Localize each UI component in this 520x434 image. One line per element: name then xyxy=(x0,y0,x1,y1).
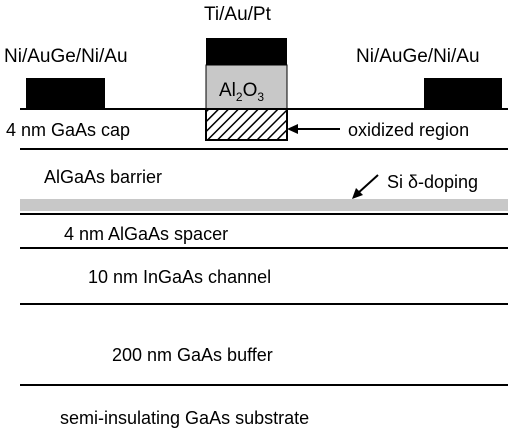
drain-contact xyxy=(424,78,502,108)
oxidized-region xyxy=(205,108,288,141)
si-doping-arrowhead xyxy=(352,188,363,199)
layer-label-cap: 4 nm GaAs cap xyxy=(6,120,130,140)
si-doping-arrow xyxy=(356,174,379,195)
source-contact xyxy=(26,78,105,108)
si-doping-label: Si δ-doping xyxy=(387,172,478,192)
layer-label-buffer: 200 nm GaAs buffer xyxy=(112,345,273,365)
layer-label-barrier: AlGaAs barrier xyxy=(44,167,162,187)
si-doping-layer xyxy=(20,199,508,211)
layer-label-substrate: semi-insulating GaAs substrate xyxy=(60,408,309,428)
oxide-label: Al2O3 xyxy=(219,80,264,104)
gate-metal xyxy=(206,38,287,65)
gate-contact-label: Ti/Au/Pt xyxy=(204,4,272,25)
layer-label-channel: 10 nm InGaAs channel xyxy=(88,267,271,287)
layer-label-spacer: 4 nm AlGaAs spacer xyxy=(64,224,228,244)
oxidized-region-label: oxidized region xyxy=(348,120,469,140)
oxidized-region-arrowhead xyxy=(287,124,298,134)
oxide-layer xyxy=(205,64,288,110)
source-contact-label: Ni/AuGe/Ni/Au xyxy=(4,46,128,67)
drain-contact-label: Ni/AuGe/Ni/Au xyxy=(356,46,480,67)
